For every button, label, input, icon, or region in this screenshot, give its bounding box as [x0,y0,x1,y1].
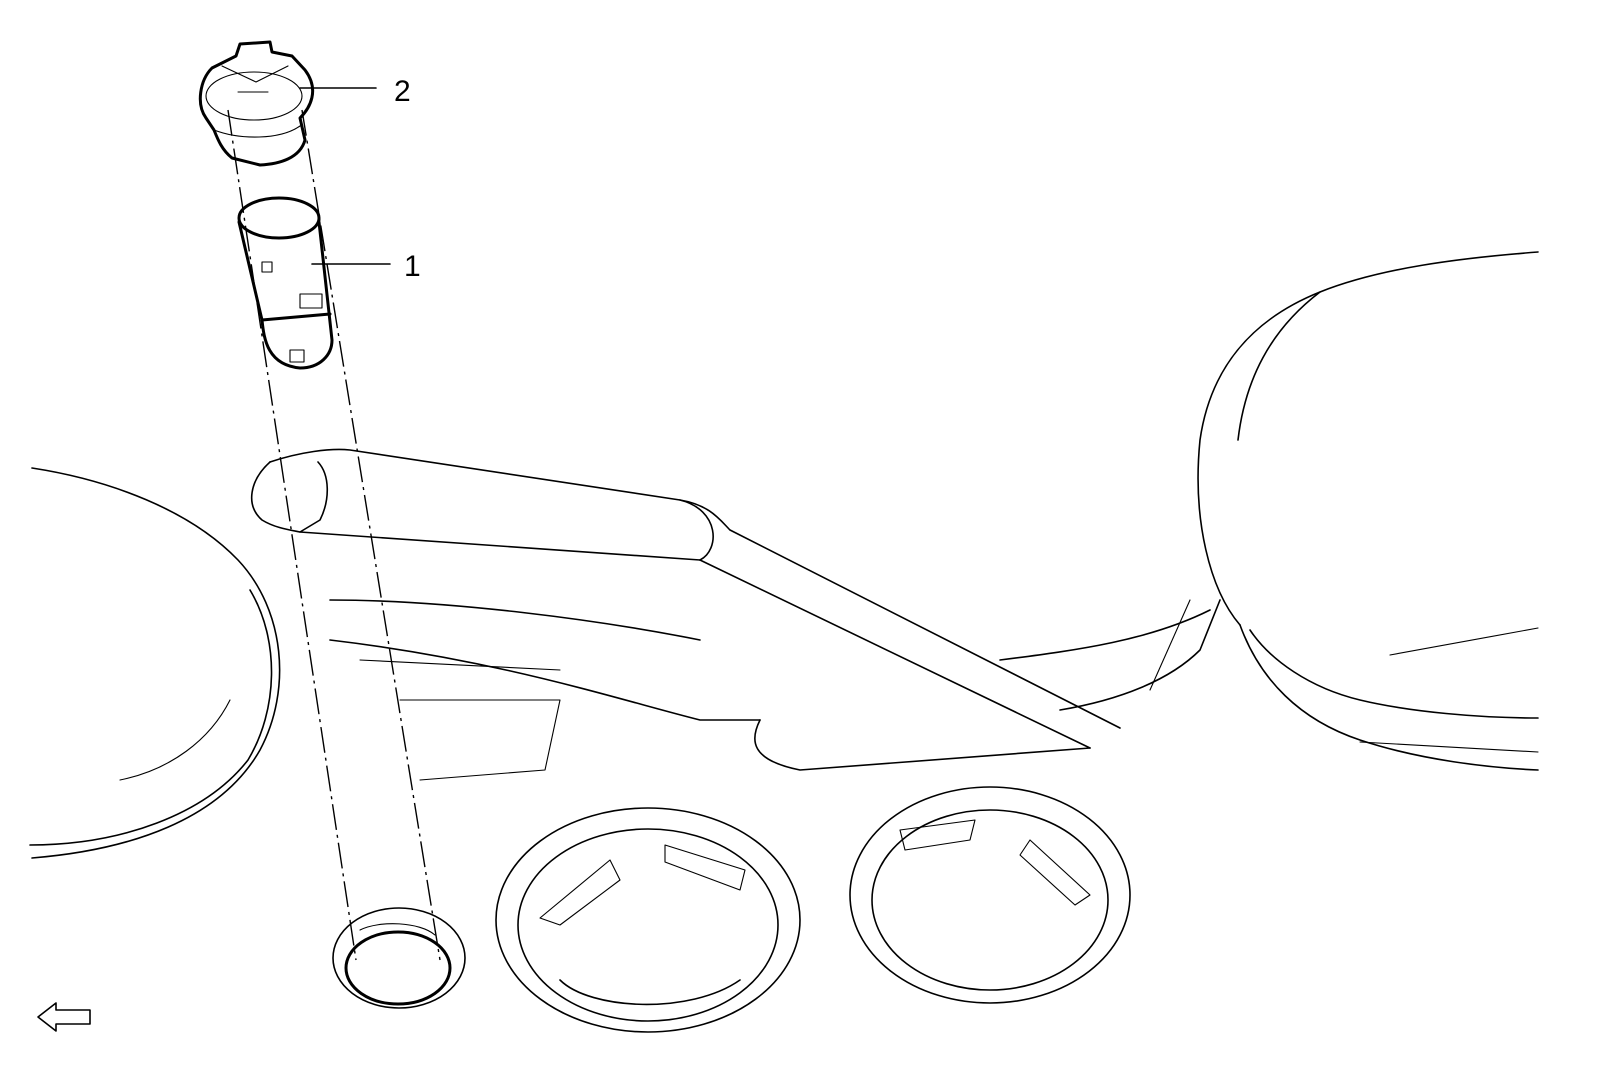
callout-1: 1 [404,250,421,283]
power-outlet-socket [332,907,466,1009]
leader-lines [299,87,391,265]
callout-2: 2 [394,75,411,108]
cup-holder-right [849,786,1131,1004]
cap-part-2 [198,40,315,167]
left-seat [29,467,281,859]
explode-guide-lines [227,109,441,961]
arrow-left-icon [37,1002,91,1032]
center-console [250,448,1221,781]
right-seat [1197,251,1539,771]
cup-holder-left [495,807,801,1033]
socket-sleeve-part-1 [237,196,334,370]
